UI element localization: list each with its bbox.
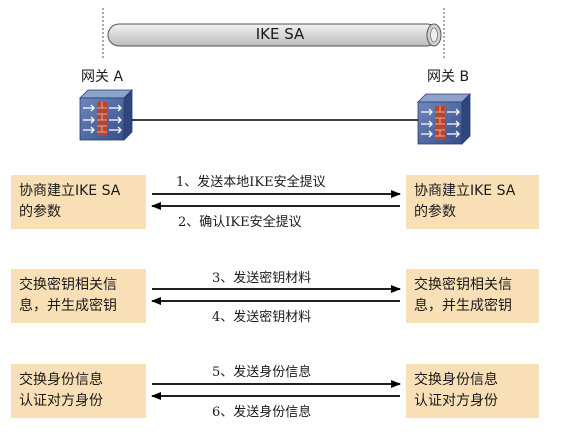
ike-sa-tunnel [107,23,442,47]
step-box-left: 交换身份信息 认证对方身份 [11,364,146,418]
step-box-right: 交换密钥相关信 息，并生成密钥 [406,269,539,323]
gateway-b-label: 网关 B [427,69,470,85]
box-line: 息，并生成密钥 [414,298,512,314]
message-label-step-2: 2、确认IKE安全提议 [178,215,302,230]
box-line: 交换身份信息 [414,372,498,388]
box-line: 的参数 [19,204,61,220]
step-box-right: 交换身份信息 认证对方身份 [406,364,539,418]
box-line: 协商建立IKE SA [414,183,516,199]
box-line: 认证对方身份 [19,393,103,409]
message-label-step-4: 4、发送密钥材料 [212,310,312,325]
box-line: 交换密钥相关信 [19,277,117,293]
message-label-step-3: 3、发送密钥材料 [212,271,312,286]
step-box-left: 交换密钥相关信 息，并生成密钥 [11,269,146,323]
box-line: 息，并生成密钥 [19,298,117,314]
box-line: 的参数 [414,204,456,220]
gateway-a-label: 网关 A [81,69,124,85]
step-box-left: 协商建立IKE SA 的参数 [11,175,146,229]
step-box-right: 协商建立IKE SA 的参数 [406,175,539,229]
message-label-step-6: 6、发送身份信息 [212,405,312,420]
message-label-step-1: 1、发送本地IKE安全提议 [176,175,326,190]
box-line: 协商建立IKE SA [19,183,121,199]
box-line: 交换身份信息 [19,372,103,388]
box-line: 交换密钥相关信 [414,277,512,293]
box-line: 认证对方身份 [414,393,498,409]
ike-sa-label: IKE SA [255,25,305,43]
firewall-icon [79,89,133,141]
message-label-step-5: 5、发送身份信息 [212,365,312,380]
firewall-icon [417,93,471,145]
